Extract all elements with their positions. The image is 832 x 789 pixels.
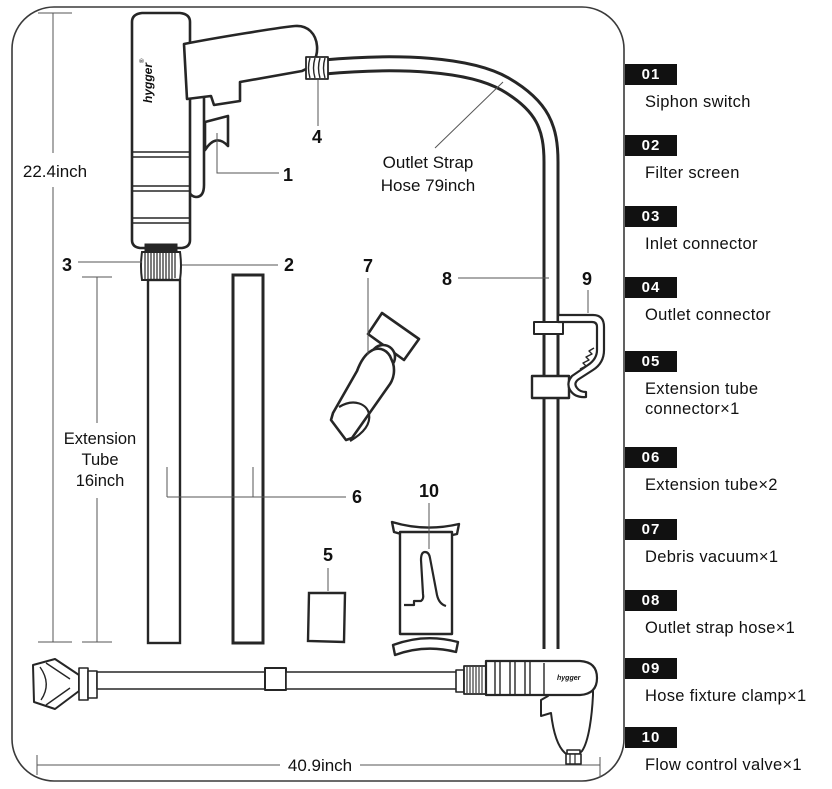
debris-vacuum-cuff (366, 311, 421, 362)
brand-logo-horizontal: hygger (557, 675, 582, 682)
flow-control-valve (390, 520, 461, 657)
callout-9: 9 (582, 269, 592, 289)
legend-item-01: 01 Siphon switch (625, 64, 830, 112)
legend-item-06: 06 Extension tube×2 (625, 447, 830, 495)
callout-6: 6 (352, 487, 362, 507)
assembled-gun-barrel (484, 659, 599, 697)
assembled-tube-2 (285, 671, 467, 690)
debris-vacuum (329, 311, 421, 442)
debris-vacuum-funnel (329, 347, 396, 442)
legend-item-09: 09 Hose fixture clamp×1 (625, 658, 830, 706)
callout-8: 8 (442, 269, 452, 289)
dimension-overall-height (38, 12, 72, 643)
legend-badge-06: 06 (625, 447, 677, 468)
legend-label-05: Extension tube connector×1 (645, 380, 759, 418)
legend-item-10: 10 Flow control valve×1 (625, 727, 830, 775)
legend-item-04: 04 Outlet connector (625, 277, 830, 325)
callout-3: 3 (62, 255, 72, 275)
assembled-nozzle-lines (39, 662, 71, 706)
legend-badge-04: 04 (625, 277, 677, 298)
clamp-hook (556, 313, 606, 399)
legend-badge-10: 10 (625, 727, 677, 748)
legend-label-04: Outlet connector (645, 306, 771, 324)
callout-10: 10 (419, 481, 439, 501)
callout-1: 1 (283, 165, 293, 185)
legend-item-02: 02 Filter screen (625, 135, 830, 183)
assembled-tube-1 (96, 671, 266, 690)
callout-7: 7 (363, 256, 373, 276)
brand-text: hygger (141, 62, 155, 103)
legend-badge-09: 09 (625, 658, 677, 679)
valve-lever (404, 550, 447, 608)
gun-body (130, 11, 192, 250)
legend-label-01: Siphon switch (645, 93, 751, 111)
extension-tube-left (146, 278, 182, 645)
legend-label-10: Flow control valve×1 (645, 756, 802, 774)
hose-fixture-clamp (530, 313, 606, 400)
legend-item-05: 05 Extension tube connector×1 (625, 351, 830, 419)
inlet-connector (140, 243, 182, 281)
filter-screen (306, 591, 347, 644)
brand-registered-mark: ® (139, 58, 146, 63)
assembled-tube-connector (264, 667, 287, 691)
assembled-gun-outlet (565, 749, 582, 765)
legend-label-09: Hose fixture clamp×1 (645, 687, 807, 705)
legend-item-08: 08 Outlet strap hose×1 (625, 590, 830, 638)
siphon-gun (130, 11, 329, 250)
extension-tube-label-1: Extension (64, 430, 136, 448)
leader-6 (166, 467, 346, 498)
legend-label-02: Filter screen (645, 164, 740, 182)
legend-label-06: Extension tube×2 (645, 476, 778, 494)
overall-height-label: 22.4inch (23, 162, 87, 181)
legend-item-03: 03 Inlet connector (625, 206, 830, 254)
gun-body-bands (133, 151, 189, 224)
knurl-ribs (144, 253, 176, 280)
assembled-barrel-bands (494, 661, 545, 695)
outlet-strap-hose (323, 55, 560, 649)
legend-badge-07: 07 (625, 519, 677, 540)
callout-leaders (78, 80, 589, 591)
hose-label-leader (434, 81, 504, 149)
gun-handle (182, 24, 319, 107)
callout-2: 2 (284, 255, 294, 275)
legend-label-07: Debris vacuum×1 (645, 548, 779, 566)
callout-numbers: 1 2 3 4 5 6 7 8 9 10 (62, 127, 592, 565)
callout-5: 5 (323, 545, 333, 565)
callout-4: 4 (312, 127, 322, 147)
overall-length-label: 40.9inch (288, 756, 352, 775)
extension-tube-label-3: 16inch (76, 472, 125, 490)
legend-badge-02: 02 (625, 135, 677, 156)
legend-label-08: Outlet strap hose×1 (645, 619, 796, 637)
legend-item-07: 07 Debris vacuum×1 (625, 519, 830, 567)
extension-tube-label-2: Tube (82, 451, 119, 469)
legend-label-03: Inlet connector (645, 235, 758, 253)
brand-logo-vertical: hygger ® (139, 58, 155, 103)
assembled-unit (32, 658, 599, 765)
assembled-nozzle (32, 658, 80, 710)
extension-tube-right (231, 273, 265, 645)
legend-badge-08: 08 (625, 590, 677, 611)
legend-badge-03: 03 (625, 206, 677, 227)
hose-length-label-2: Hose 79inch (381, 176, 476, 195)
dimension-extension-tube (82, 276, 112, 643)
clamp-serration (579, 347, 595, 370)
leader-1 (216, 133, 279, 174)
outlet-connector (305, 56, 329, 80)
legend-badge-05: 05 (625, 351, 677, 372)
diagram-border (11, 6, 625, 782)
assembled-knurl (463, 665, 487, 695)
legend-badge-01: 01 (625, 64, 677, 85)
dimension-overall-length (36, 755, 601, 777)
debris-vacuum-mouth-line (338, 401, 371, 442)
hose-length-label-1: Outlet Strap (383, 153, 474, 172)
